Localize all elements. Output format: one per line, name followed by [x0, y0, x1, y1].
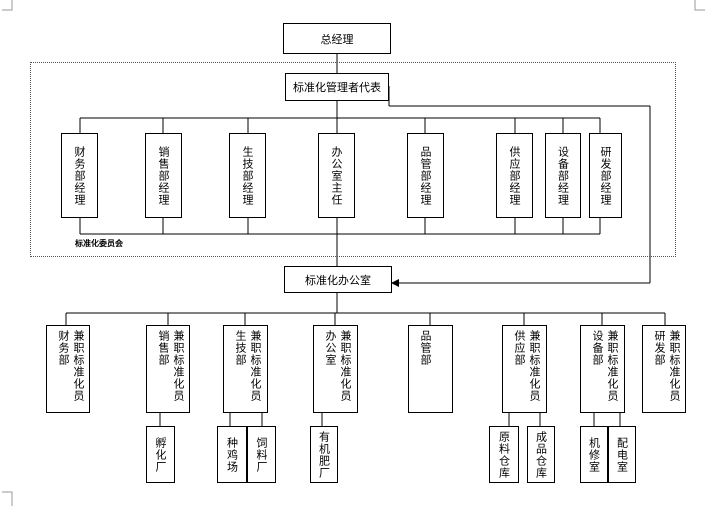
standardization-rep-box: 标准化管理者代表: [285, 73, 389, 101]
subunit-label: 配电室: [615, 436, 629, 473]
committee-member-label: 供应部经理: [508, 145, 521, 206]
subunit-organic-fertilizer: 有机肥厂: [310, 426, 338, 483]
dept-name: 财务部: [57, 330, 70, 366]
dept-office: 办公室 兼职标准化员: [313, 325, 358, 413]
subunit-label: 成品仓库: [534, 430, 548, 479]
dept-role: 兼职标准化员: [172, 330, 185, 402]
subunit-raw-material-store: 原料仓库: [489, 426, 519, 483]
committee-member-office: 办公室主任: [318, 133, 355, 218]
dept-name: 销售部: [157, 330, 170, 366]
committee-label: 标准化委员会: [75, 239, 123, 248]
dept-name: 设备部: [591, 330, 604, 366]
committee-member-supply: 供应部经理: [496, 133, 533, 218]
dept-name: 供应部: [513, 330, 526, 366]
subunit-label: 孵化厂: [154, 436, 167, 473]
subunit-chicken-farm: 种鸡场: [217, 426, 247, 483]
committee-member-sales: 销售部经理: [145, 133, 182, 218]
dept-role: 兼职标准化员: [668, 330, 681, 402]
standardization-rep-label: 标准化管理者代表: [293, 81, 381, 94]
dept-name: 研发部: [653, 330, 666, 366]
standardization-office-box: 标准化办公室: [284, 266, 392, 293]
subunit-label: 机修室: [587, 436, 601, 473]
dept-quality: 品管部: [408, 325, 453, 413]
dept-finance: 财务部 兼职标准化员: [46, 325, 90, 413]
subunit-repair-room: 机修室: [580, 426, 608, 483]
dept-role: 兼职标准化员: [606, 330, 619, 402]
subunit-hatchery: 孵化厂: [146, 426, 175, 483]
subunit-label: 有机肥厂: [317, 430, 331, 479]
subunit-feed-mill: 饲料厂: [247, 426, 276, 483]
dept-sales: 销售部 兼职标准化员: [146, 325, 190, 413]
subunit-label: 饲料厂: [255, 436, 268, 473]
subunit-power-room: 配电室: [608, 426, 636, 483]
committee-member-quality: 品管部经理: [407, 133, 444, 218]
standardization-office-label: 标准化办公室: [305, 273, 371, 287]
committee-member-label: 品管部经理: [419, 145, 432, 206]
dept-rnd: 研发部 兼职标准化员: [642, 325, 686, 413]
committee-member-finance: 财务部经理: [61, 133, 98, 218]
subunit-label: 原料仓库: [497, 430, 511, 479]
dept-name: 办公室: [324, 330, 337, 366]
committee-member-label: 研发部经理: [599, 145, 612, 206]
dept-role: 兼职标准化员: [249, 330, 262, 402]
dept-equipment: 设备部 兼职标准化员: [580, 325, 625, 413]
committee-member-label: 财务部经理: [73, 145, 86, 206]
committee-member-label: 设备部经理: [556, 145, 570, 206]
dept-supply: 供应部 兼职标准化员: [502, 325, 547, 413]
dept-name: 生技部: [234, 330, 247, 366]
subunit-label: 种鸡场: [225, 436, 239, 473]
committee-member-label: 生技部经理: [241, 145, 254, 206]
committee-member-label: 办公室主任: [330, 145, 343, 206]
committee-member-production: 生技部经理: [229, 133, 266, 218]
committee-member-rnd: 研发部经理: [589, 133, 622, 218]
dept-role: 兼职标准化员: [528, 330, 541, 402]
committee-member-equipment: 设备部经理: [545, 133, 581, 218]
committee-member-label: 销售部经理: [157, 145, 170, 206]
general-manager-box: 总经理: [283, 23, 391, 54]
subunit-product-store: 成品仓库: [527, 426, 555, 483]
dept-name: 品管部: [419, 330, 432, 366]
committee-region: [30, 62, 676, 257]
dept-role: 兼职标准化员: [339, 330, 352, 402]
dept-production: 生技部 兼职标准化员: [223, 325, 268, 413]
general-manager-label: 总经理: [320, 32, 354, 46]
dept-role: 兼职标准化员: [72, 330, 85, 402]
